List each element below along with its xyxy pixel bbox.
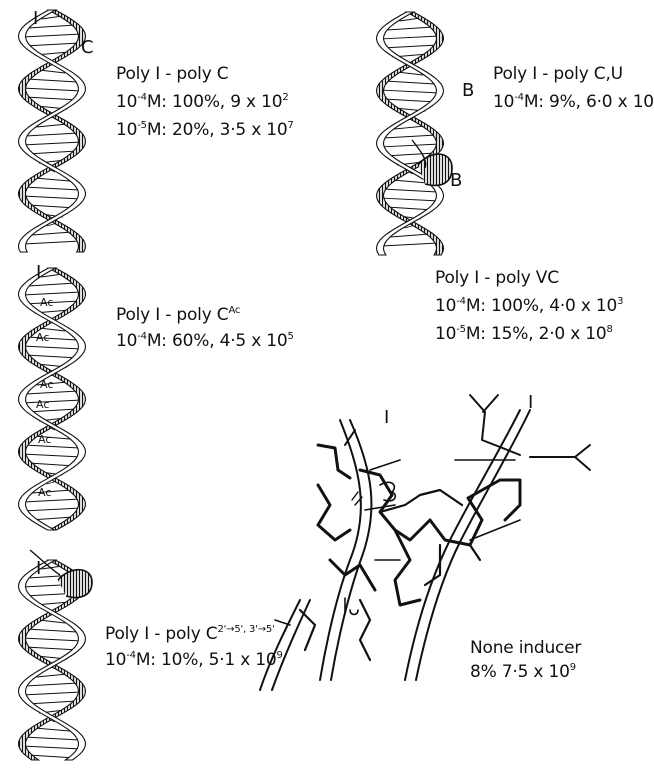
strand-label-i-3: I — [36, 262, 41, 283]
p5-line1: 10-4M: 10%, 5·1 x 109 — [105, 650, 283, 671]
p4-line2: 10-5M: 15%, 2·0 x 108 — [435, 324, 613, 345]
p4-line1: 10-4M: 100%, 4·0 x 103 — [435, 296, 623, 317]
p2-line1: 10-4M: 9%, 6·0 x 109 — [493, 92, 654, 113]
p4-name: Poly I - poly VC — [435, 268, 559, 289]
ac-label: Ac — [40, 378, 53, 391]
double-helix-poly-i-poly-cu — [377, 12, 444, 255]
ac-label: Ac — [38, 486, 51, 499]
p5-name: Poly I - poly C2'→5', 3'→5' — [105, 624, 275, 645]
p3-line1: 10-4M: 60%, 4·5 x 105 — [116, 331, 294, 352]
ac-label: Ac — [38, 433, 51, 446]
p1-line2: 10-5M: 20%, 3·5 x 107 — [116, 120, 294, 141]
strand-label-b-lower: B — [450, 170, 462, 191]
p6-line1: None inducer — [470, 638, 581, 659]
p1-line1: 10-4M: 100%, 9 x 102 — [116, 92, 289, 113]
p2-name: Poly I - poly C,U — [493, 64, 623, 85]
strand-label-i-5: I — [36, 558, 41, 579]
strand-label-c: C — [81, 37, 94, 58]
p3-name: Poly I - poly CAc — [116, 305, 240, 326]
strand-label-b-upper: B — [462, 80, 474, 101]
strand-label-i: I — [33, 8, 38, 29]
p6-line2: 8% 7·5 x 109 — [470, 662, 576, 683]
strand-label-i-4b: I — [528, 392, 533, 413]
strand-label-i-4a: I — [384, 407, 389, 428]
double-helix-poly-i-poly-c — [19, 10, 86, 252]
ac-label: Ac — [36, 398, 49, 411]
p1-name: Poly I - poly C — [116, 64, 228, 85]
ac-label: Ac — [36, 331, 49, 344]
ac-label: Ac — [40, 296, 53, 309]
